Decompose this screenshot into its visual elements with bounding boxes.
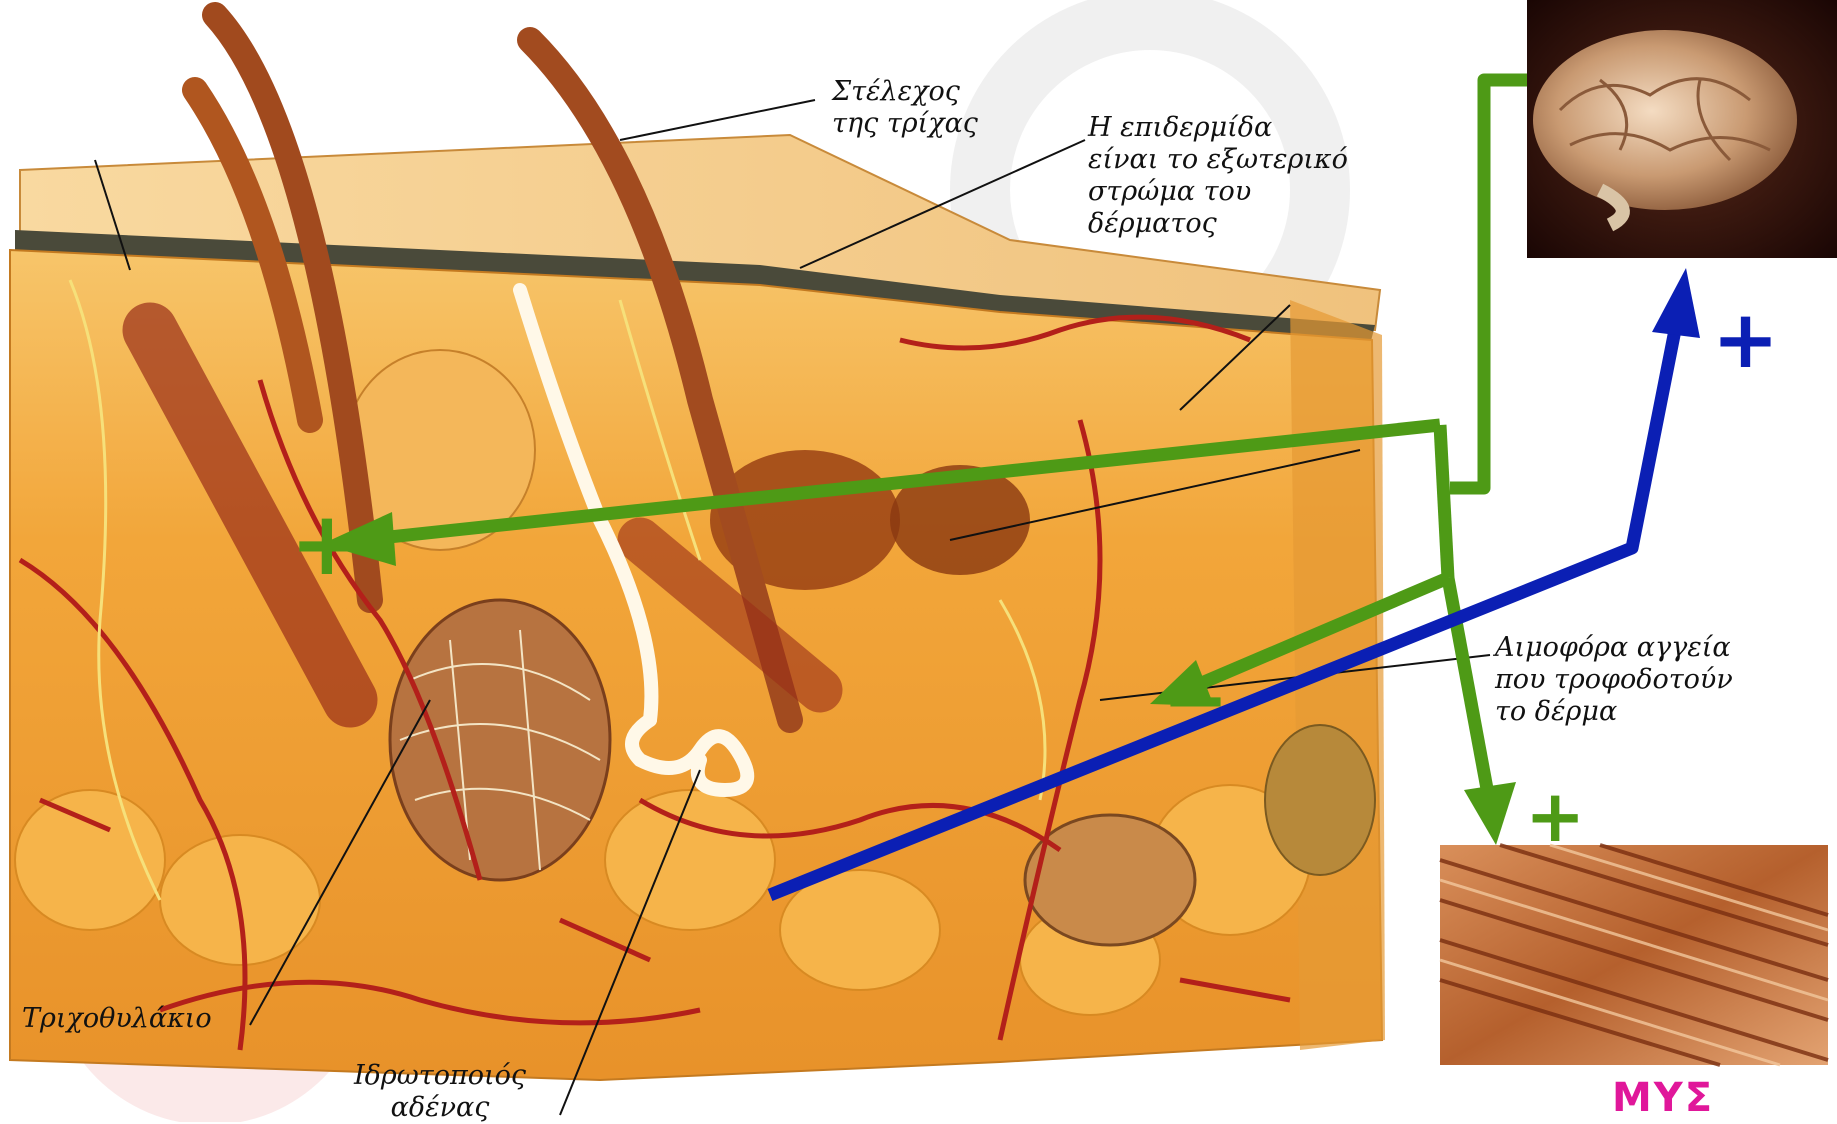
label-sweat-gland: Ιδρωτοποιός αδένας — [354, 1060, 526, 1124]
brain-image — [1527, 0, 1837, 258]
pacinian-corpuscle — [1025, 815, 1195, 945]
follicle-bulb — [390, 600, 610, 880]
green-trunk — [1440, 425, 1448, 578]
label-hair-follicle: Τριχοθυλάκιο — [22, 1003, 212, 1035]
muscle-image — [1440, 845, 1828, 1065]
minus-sign-green: − — [1162, 660, 1229, 740]
green-path-brain — [1450, 80, 1527, 488]
blue-arrowhead — [1652, 268, 1700, 338]
plus-sign-blue: + — [1712, 300, 1779, 380]
leader-hair-shaft — [620, 100, 815, 140]
label-muscle: ΜΥΣ — [1612, 1075, 1714, 1121]
label-hair-shaft: Στέλεχος της τρίχας — [832, 76, 978, 140]
plus-sign-green-muscle: + — [1525, 780, 1585, 852]
label-epidermis: Η επιδερμίδα είναι το εξωτερικό στρώμα τ… — [1088, 112, 1348, 240]
plus-sign-green-left: + — [290, 500, 364, 588]
label-blood-vessels: Αιμοφόρα αγγεία που τροφοδοτούν το δέρμα — [1495, 632, 1733, 728]
green-arrowhead-muscle — [1464, 782, 1516, 845]
